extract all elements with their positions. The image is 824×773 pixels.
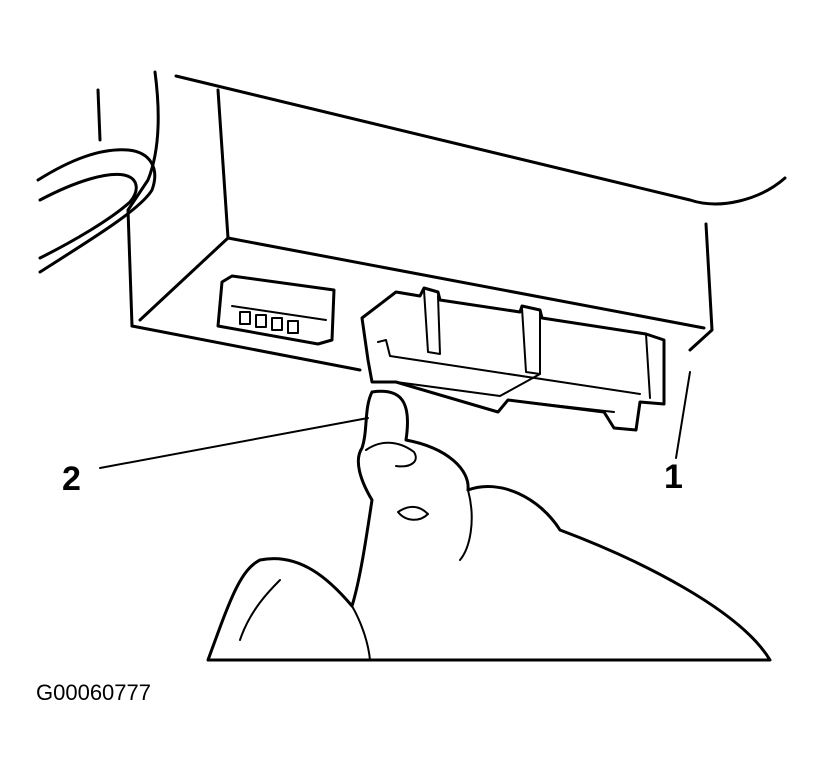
leader-line-2 [99, 417, 369, 469]
technician-hand [206, 389, 772, 662]
small-connector [216, 274, 336, 346]
module-connector [360, 286, 666, 432]
callout-1: 1 [664, 458, 683, 496]
control-module-housing [126, 70, 787, 372]
callout-2: 2 [62, 460, 81, 498]
mounting-bracket [36, 88, 157, 274]
figure-code: G00060777 [36, 680, 151, 705]
leader-line-1 [675, 371, 691, 459]
